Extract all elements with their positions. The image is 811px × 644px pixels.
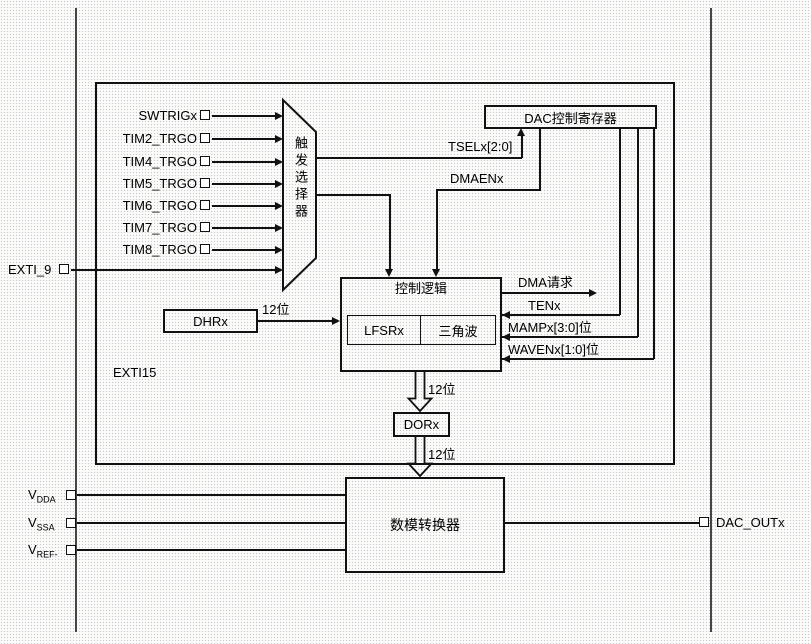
dac-channel-block <box>95 82 675 465</box>
dhr-label: DHRx <box>193 313 228 329</box>
trigger-label: TIM4_TRGO <box>122 154 197 169</box>
vref-label: VREF- <box>28 542 58 560</box>
arrowhead-icon <box>275 266 283 274</box>
wire <box>505 522 700 524</box>
mamp-label: MAMPx[3:0]位 <box>508 320 592 335</box>
trigger-label: SWTRIGx <box>138 108 198 123</box>
converter-label: 数模转换器 <box>390 517 460 533</box>
dac-out-pin <box>699 517 709 527</box>
lfsr-box: LFSRx <box>347 315 421 345</box>
trigger-pin <box>200 200 210 210</box>
wire <box>71 269 277 271</box>
control-logic-label: 控制逻辑 <box>394 281 447 296</box>
wire <box>389 194 391 270</box>
tsel-label: TSELx[2:0] <box>448 139 513 154</box>
bus-width-label: 12位 <box>428 382 456 397</box>
exti9-pin <box>59 264 69 274</box>
dac-control-register-label: DAC控制寄存器 <box>524 110 617 126</box>
wire <box>212 138 277 140</box>
bus-width-label: 12位 <box>428 447 456 462</box>
arrowhead-icon <box>275 180 283 188</box>
trigger-pin <box>200 222 210 232</box>
vssa-pin <box>66 518 76 528</box>
wire <box>212 205 277 207</box>
wire <box>212 115 277 117</box>
arrowhead-icon <box>502 311 510 319</box>
wire <box>436 189 438 270</box>
arrowhead-icon <box>275 158 283 166</box>
arrowhead-icon <box>275 135 283 143</box>
control-logic-box <box>340 277 502 372</box>
trigger-selector-mux <box>282 97 317 293</box>
wire <box>315 194 391 196</box>
lfsr-label: LFSRx <box>364 322 404 338</box>
dmaen-label: DMAENx <box>450 171 504 186</box>
arrowhead-icon <box>275 202 283 210</box>
wire <box>637 127 639 337</box>
wire <box>502 336 638 338</box>
wire <box>502 358 654 360</box>
trigger-label: TIM5_TRGO <box>122 176 197 191</box>
wire <box>653 127 655 359</box>
vref-pin <box>66 545 76 555</box>
wire <box>539 127 541 191</box>
trigger-pin <box>200 110 210 120</box>
trigger-label: TIM7_TRGO <box>122 220 197 235</box>
triangle-wave-box: 三角波 <box>420 315 496 345</box>
converter-box: 数模转换器 <box>345 477 505 573</box>
waven-label: WAVENx[1:0]位 <box>508 342 600 357</box>
exti9-label: EXTI_9 <box>8 262 52 277</box>
dac-out-label: DAC_OUTx <box>716 515 785 530</box>
dac-control-register-box: DAC控制寄存器 <box>484 105 657 129</box>
bus-arrow-icon <box>406 437 434 478</box>
left-rail-line <box>75 8 77 632</box>
triangle-wave-label: 三角波 <box>438 323 478 339</box>
wire <box>212 161 277 163</box>
trigger-pin <box>200 244 210 254</box>
wire <box>77 522 345 524</box>
arrowhead-icon <box>275 246 283 254</box>
ten-label: TENx <box>528 298 561 313</box>
wire <box>258 320 333 322</box>
arrowhead-icon <box>517 128 525 136</box>
trigger-pin <box>200 156 210 166</box>
dhr-box: DHRx <box>163 309 258 333</box>
arrowhead-icon <box>502 333 510 341</box>
wire <box>212 249 277 251</box>
exti15-label: EXTI15 <box>113 365 157 380</box>
vdda-label: VDDA <box>28 487 56 505</box>
trigger-selector-label: 触发选择器 <box>293 136 308 221</box>
arrowhead-icon <box>275 224 283 232</box>
bus-width-label: 12位 <box>262 302 290 317</box>
wire <box>77 549 345 551</box>
bus-arrow-icon <box>406 372 434 413</box>
wire <box>619 127 621 315</box>
trigger-label: TIM8_TRGO <box>122 242 197 257</box>
arrowhead-icon <box>432 269 440 277</box>
wire <box>502 292 590 294</box>
arrowhead-icon <box>502 355 510 363</box>
wire <box>437 189 541 191</box>
wire <box>212 227 277 229</box>
wire <box>315 157 522 159</box>
right-rail-line <box>710 8 712 632</box>
wire <box>521 135 523 158</box>
arrowhead-icon <box>275 112 283 120</box>
trigger-pin <box>200 133 210 143</box>
vssa-label: VSSA <box>28 515 55 533</box>
arrowhead-icon <box>332 317 340 325</box>
trigger-pin <box>200 178 210 188</box>
arrowhead-icon <box>385 269 393 277</box>
dma-request-label: DMA请求 <box>518 275 573 290</box>
wire <box>77 494 345 496</box>
trigger-label: TIM6_TRGO <box>122 198 197 213</box>
arrowhead-icon <box>589 289 597 297</box>
wire <box>502 314 620 316</box>
trigger-label: TIM2_TRGO <box>122 131 197 146</box>
dor-box: DORx <box>393 412 450 437</box>
dor-label: DORx <box>403 417 440 432</box>
wire <box>212 183 277 185</box>
vdda-pin <box>66 490 76 500</box>
